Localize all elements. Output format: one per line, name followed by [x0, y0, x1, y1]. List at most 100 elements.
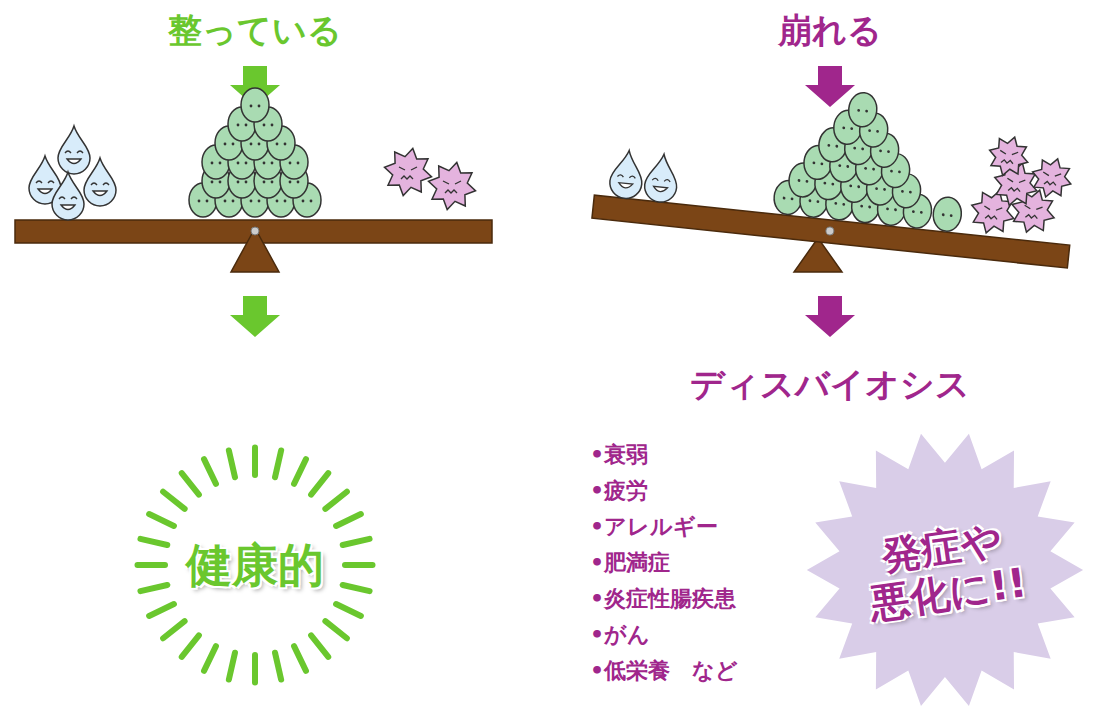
down-arrow — [805, 296, 855, 337]
face-eye — [838, 164, 841, 167]
sun-ray — [182, 473, 199, 495]
face-eye — [912, 210, 915, 213]
sun-ray — [252, 655, 258, 683]
sun-ray — [163, 492, 185, 509]
face-eye — [258, 143, 261, 146]
good-bacteria — [84, 158, 116, 206]
face-eye — [258, 200, 261, 203]
sun-ray — [229, 653, 235, 680]
face-eye — [224, 143, 227, 146]
face-angry — [1006, 178, 1025, 192]
heading-label: 崩れる — [778, 8, 882, 54]
face-eye — [271, 124, 274, 127]
sun-ray — [325, 492, 347, 509]
sun-ray — [149, 604, 174, 616]
face-eye — [849, 184, 852, 187]
face-eye — [276, 200, 279, 203]
face-angry — [1023, 205, 1042, 219]
face-smile — [93, 191, 107, 196]
face-smile — [61, 205, 75, 210]
face-eyes — [652, 178, 670, 182]
face-eye — [842, 126, 845, 129]
face-eye — [842, 203, 845, 206]
face-eye — [310, 200, 313, 203]
tilted-seesaw — [592, 66, 1083, 272]
face-eye — [857, 185, 860, 188]
face-eye — [805, 180, 808, 183]
sun-ray — [182, 635, 199, 657]
sun-ray — [204, 459, 216, 484]
face-eye — [890, 170, 893, 173]
sun-ray — [149, 514, 174, 526]
sun-ray — [294, 459, 306, 484]
face-eye — [211, 181, 214, 184]
face-eye — [875, 187, 878, 190]
sun-ray — [204, 646, 216, 671]
sun-ray — [252, 448, 258, 476]
pivot — [825, 227, 834, 236]
face-eye — [263, 124, 266, 127]
face-eye — [857, 109, 860, 112]
face-eye — [827, 144, 830, 147]
sun-ray — [275, 450, 281, 477]
down-arrow — [805, 66, 855, 107]
down-arrow — [230, 296, 280, 337]
face-eye — [850, 127, 853, 130]
face-eye — [271, 162, 274, 165]
sun-ray — [138, 562, 166, 568]
list-item: •衰弱 — [590, 440, 648, 470]
face-smile — [618, 183, 632, 189]
face-eye — [237, 162, 240, 165]
neutral-bacteria — [241, 88, 269, 122]
sun-ray — [311, 473, 328, 495]
face-smile — [653, 186, 667, 192]
list-item: •低栄養 など — [590, 656, 738, 686]
face-eye — [831, 183, 834, 186]
sun-ray — [229, 450, 235, 477]
face-eye — [846, 165, 849, 168]
neutral-bacteria — [847, 91, 878, 128]
face-eye — [289, 162, 292, 165]
face-smile — [38, 189, 52, 194]
list-item: •炎症性腸疾患 — [590, 584, 736, 614]
list-item: •がん — [590, 620, 650, 650]
face-eyes — [65, 151, 83, 153]
face-eye — [898, 170, 901, 173]
face-eye — [868, 205, 871, 208]
face-eye — [219, 162, 222, 165]
badge-text: 健康的 — [186, 539, 324, 592]
sun-ray — [343, 539, 370, 545]
face-eye — [950, 214, 953, 217]
starburst-badge: 発症や 悪化に!! — [804, 429, 1086, 711]
face-eye — [864, 167, 867, 170]
face-eye — [853, 147, 856, 150]
face-eye — [865, 110, 868, 113]
face-eye — [284, 143, 287, 146]
face-eye — [820, 162, 823, 165]
face-eye — [198, 200, 201, 203]
face-eye — [834, 202, 837, 205]
face-eye — [271, 181, 274, 184]
face-eye — [219, 181, 222, 184]
bad-bacteria — [1030, 156, 1073, 199]
face-eyes — [617, 174, 635, 178]
sun-ray — [345, 562, 373, 568]
face-angry — [983, 206, 1002, 220]
face-angry — [1042, 172, 1061, 186]
fulcrum — [231, 228, 279, 272]
badge-text: 発症や 悪化に!! — [857, 513, 1033, 627]
sun-ray — [140, 585, 167, 591]
face-eye — [289, 181, 292, 184]
face-eye — [812, 161, 815, 164]
face-eye — [284, 200, 287, 203]
face-eye — [232, 200, 235, 203]
bad-bacteria — [987, 135, 1030, 178]
good-bacteria — [52, 172, 84, 220]
face-eye — [297, 162, 300, 165]
heading-label: 整っている — [168, 8, 342, 54]
list-item: •疲労 — [590, 476, 648, 506]
face-angry — [999, 150, 1018, 164]
face-eye — [901, 190, 904, 193]
face-eye — [211, 162, 214, 165]
face-eye — [245, 181, 248, 184]
